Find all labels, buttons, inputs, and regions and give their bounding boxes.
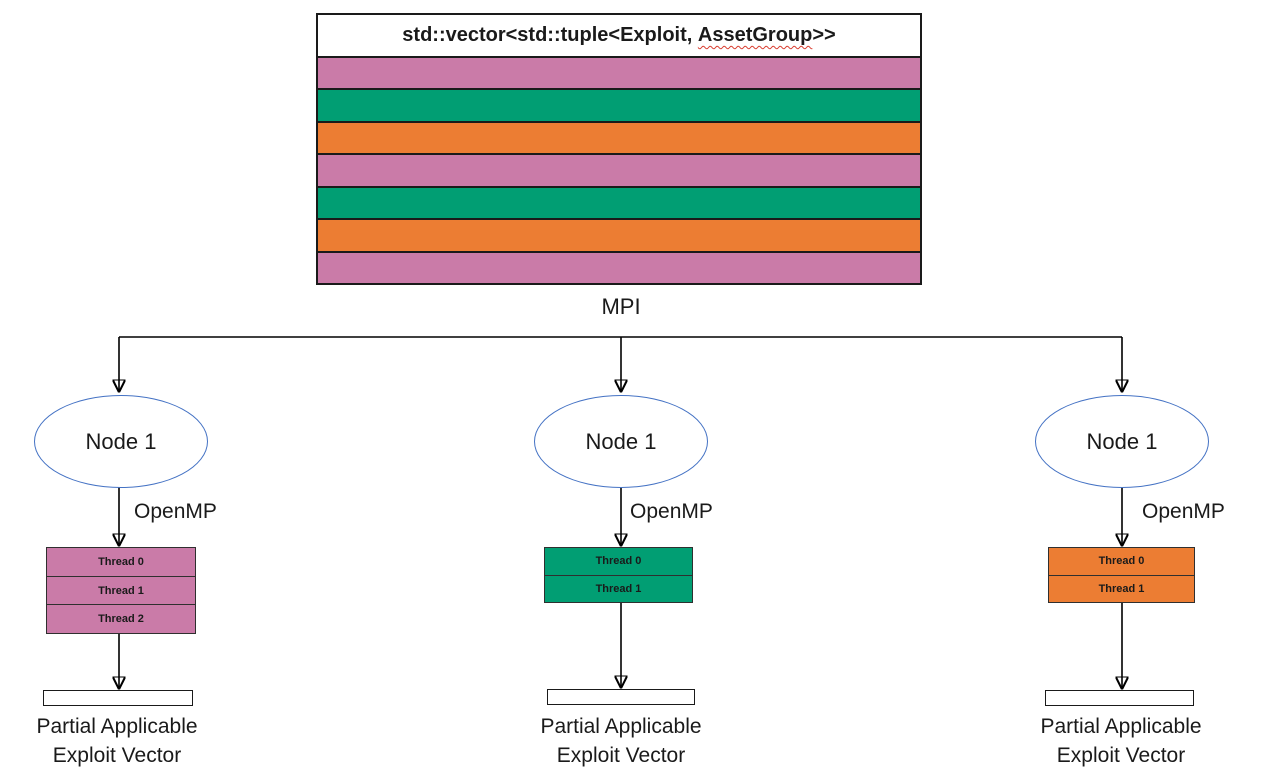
node-label: Node 1	[85, 428, 157, 454]
openmp-label-3: OpenMP	[1142, 500, 1225, 523]
title-suffix: >>	[812, 24, 836, 46]
vector-row-4	[318, 185, 920, 219]
thread-row: Thread 2	[47, 604, 195, 634]
vector-row-5	[318, 218, 920, 251]
thread-row: Thread 0	[1049, 548, 1194, 575]
thread-box-3: Thread 0 Thread 1	[1048, 547, 1195, 603]
output-label-line2: Exploit Vector	[556, 744, 686, 767]
output-label-line1: Partial Applicable	[1040, 715, 1202, 738]
openmp-label-1: OpenMP	[134, 500, 217, 523]
thread-box-2: Thread 0 Thread 1	[544, 547, 693, 603]
mpi-label: MPI	[601, 294, 641, 319]
partial-result-box-3	[1045, 690, 1194, 706]
title-misspelled-word: AssetGroup	[697, 24, 813, 46]
output-label-2: Partial Applicable Exploit Vector	[501, 712, 741, 770]
vector-row-0	[318, 56, 920, 89]
output-label-3: Partial Applicable Exploit Vector	[1001, 712, 1241, 770]
thread-box-1: Thread 0 Thread 1 Thread 2	[46, 547, 196, 634]
output-label-line1: Partial Applicable	[540, 715, 702, 738]
vector-row-6	[318, 250, 920, 283]
node-label: Node 1	[585, 428, 657, 454]
openmp-label-2: OpenMP	[630, 500, 713, 523]
node-label: Node 1	[1086, 428, 1158, 454]
output-label-line2: Exploit Vector	[1056, 744, 1186, 767]
thread-row: Thread 1	[1049, 574, 1194, 602]
node-ellipse-3: Node 1	[1035, 395, 1209, 488]
output-label-line2: Exploit Vector	[52, 744, 182, 767]
node-ellipse-2: Node 1	[534, 395, 708, 488]
output-label-1: Partial Applicable Exploit Vector	[0, 712, 237, 770]
title-prefix: std::vector<std::tuple<Exploit,	[402, 24, 698, 46]
thread-row: Thread 1	[47, 575, 195, 605]
vector-row-2	[318, 120, 920, 154]
vector-row-3	[318, 153, 920, 186]
partial-result-box-1	[43, 690, 193, 706]
output-label-line1: Partial Applicable	[36, 715, 198, 738]
exploit-vector-box: std::vector<std::tuple<Exploit, AssetGro…	[316, 13, 922, 285]
node-ellipse-1: Node 1	[34, 395, 208, 488]
thread-row: Thread 0	[47, 548, 195, 576]
thread-row: Thread 1	[545, 574, 692, 602]
partial-result-box-2	[547, 689, 695, 705]
thread-row: Thread 0	[545, 548, 692, 575]
vector-row-1	[318, 88, 920, 121]
vector-box-title: std::vector<std::tuple<Exploit, AssetGro…	[318, 15, 920, 56]
